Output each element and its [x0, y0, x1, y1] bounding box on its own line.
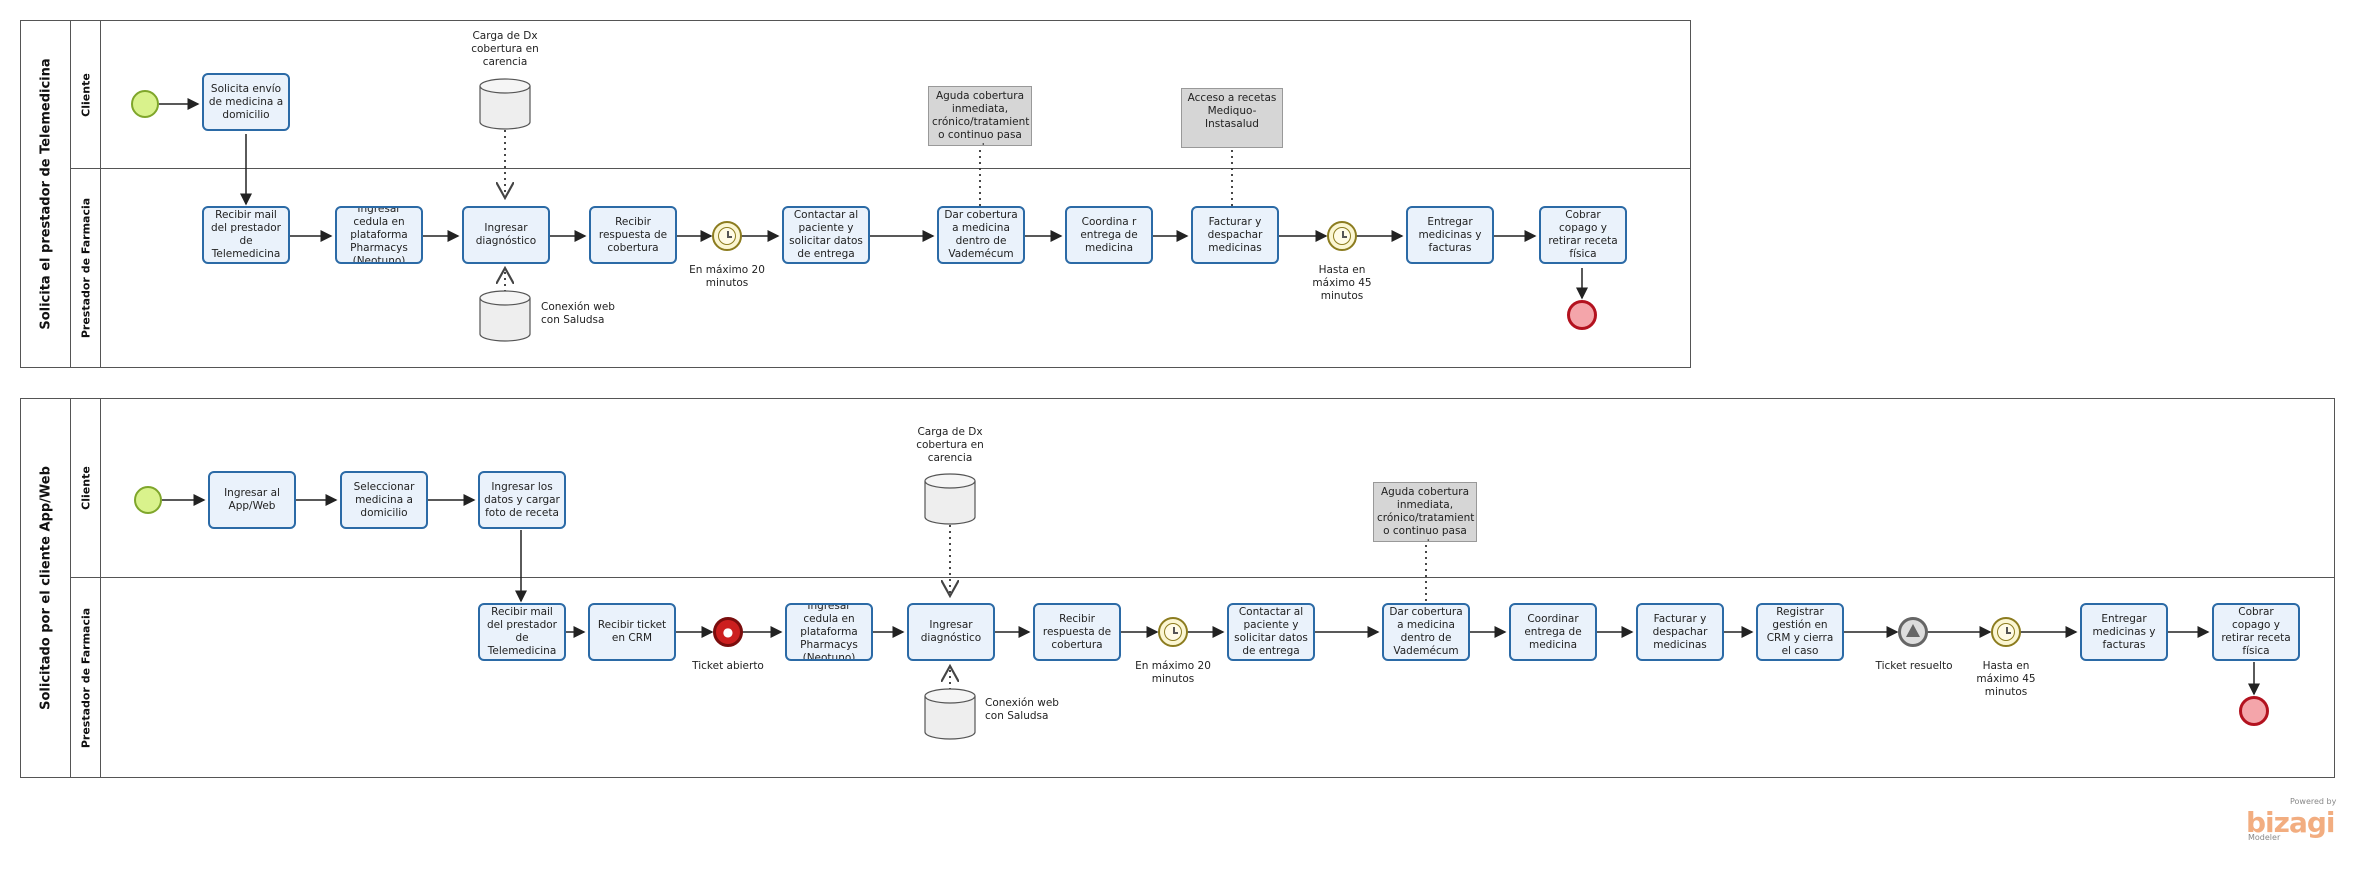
- task-ingresar-cedula[interactable]: Ingresar cedula en plataforma Pharmacys …: [335, 206, 423, 264]
- end-event[interactable]: [2239, 696, 2269, 726]
- clock-icon: [1997, 623, 2015, 641]
- task-recibir-respuesta[interactable]: Recibir respuesta de cobertura: [1033, 603, 1121, 661]
- lane-label: Prestador de Farmacia: [71, 578, 101, 777]
- pool-label: Solicitado por el cliente App/Web: [21, 399, 71, 777]
- lane-label: Prestador de Farmacia: [71, 169, 101, 367]
- datastore-label: Carga de Dx cobertura en carencia: [471, 30, 539, 68]
- lane-title: Prestador de Farmacia: [79, 197, 92, 339]
- task-facturar-despachar[interactable]: Facturar y despachar medicinas: [1191, 206, 1279, 264]
- lane-title: Cliente: [79, 72, 92, 117]
- clock-icon: [1333, 227, 1351, 245]
- lane-label: Cliente: [71, 21, 101, 168]
- end-event[interactable]: [1567, 300, 1597, 330]
- lane-title: Prestador de Farmacia: [79, 607, 92, 748]
- lane-label: Cliente: [71, 399, 101, 577]
- lane-prestador-farmacia: Prestador de Farmacia: [71, 577, 2334, 777]
- bizagi-logo: bizagi: [2246, 806, 2335, 839]
- task-seleccionar-medicina[interactable]: Seleccionar medicina a domicilio: [340, 471, 428, 529]
- pool-telemedicina: Solicita el prestador de Telemedicina Cl…: [20, 20, 1691, 368]
- task-recibir-respuesta[interactable]: Recibir respuesta de cobertura: [589, 206, 677, 264]
- pool-label: Solicita el prestador de Telemedicina: [21, 21, 71, 367]
- task-facturar-despachar[interactable]: Facturar y despachar medicinas: [1636, 603, 1724, 661]
- lane-cliente: Cliente: [71, 399, 2334, 577]
- timer-label: Hasta en máximo 45 minutos: [1312, 264, 1372, 302]
- task-solicita-envio[interactable]: Solicita envío de medicina a domicilio: [202, 73, 290, 131]
- task-ingresar-diagnostico[interactable]: Ingresar diagnóstico: [462, 206, 550, 264]
- task-coordinar-entrega[interactable]: Coordinar entrega de medicina: [1509, 603, 1597, 661]
- task-recibir-mail[interactable]: Recibir mail del prestador de Telemedici…: [202, 206, 290, 264]
- task-cobrar-copago[interactable]: Cobrar copago y retirar receta física: [1539, 206, 1627, 264]
- task-recibir-mail[interactable]: Recibir mail del prestador de Telemedici…: [478, 603, 566, 661]
- lane-cliente: Cliente: [71, 21, 1690, 168]
- datastore-label: Conexión web con Saludsa: [541, 301, 615, 326]
- task-ingresar-cedula[interactable]: Ingresar cedula en plataforma Pharmacys …: [785, 603, 873, 661]
- datastore-icon: [479, 78, 531, 130]
- datastore-label: Conexión web con Saludsa: [985, 697, 1059, 722]
- task-entregar-medicinas[interactable]: Entregar medicinas y facturas: [2080, 603, 2168, 661]
- task-dar-cobertura[interactable]: Dar cobertura a medicina dentro de Vadem…: [937, 206, 1025, 264]
- task-contactar-paciente[interactable]: Contactar al paciente y solicitar datos …: [1227, 603, 1315, 661]
- timer-label: En máximo 20 minutos: [1135, 660, 1211, 685]
- event-label: Ticket abierto: [692, 660, 764, 672]
- start-event[interactable]: [134, 486, 162, 514]
- task-ingresar-diagnostico[interactable]: Ingresar diagnóstico: [907, 603, 995, 661]
- signal-event-icon[interactable]: [1898, 617, 1928, 647]
- timer-label: En máximo 20 minutos: [689, 264, 765, 289]
- task-registrar-gestion[interactable]: Registrar gestión en CRM y cierra el cas…: [1756, 603, 1844, 661]
- datastore-icon: [924, 473, 976, 525]
- start-event[interactable]: [131, 90, 159, 118]
- datastore-icon: [924, 688, 976, 740]
- lane-title: Cliente: [79, 466, 92, 510]
- timer-label: Hasta en máximo 45 minutos: [1976, 660, 2036, 698]
- task-dar-cobertura[interactable]: Dar cobertura a medicina dentro de Vadem…: [1382, 603, 1470, 661]
- task-coordinar-entrega[interactable]: Coordina r entrega de medicina: [1065, 206, 1153, 264]
- annotation: Aguda cobertura inmediata, crónico/trata…: [1373, 482, 1477, 542]
- pool-app-web: Solicitado por el cliente App/Web Client…: [20, 398, 2335, 778]
- datastore-label: Carga de Dx cobertura en carencia: [916, 426, 984, 464]
- powered-by-text: Powered by: [2290, 797, 2337, 806]
- annotation: Aguda cobertura inmediata, crónico/trata…: [928, 86, 1032, 146]
- task-recibir-ticket[interactable]: Recibir ticket en CRM: [588, 603, 676, 661]
- task-ingresar-datos[interactable]: Ingresar los datos y cargar foto de rece…: [478, 471, 566, 529]
- timer-event[interactable]: [712, 221, 742, 251]
- lane-prestador-farmacia: Prestador de Farmacia: [71, 168, 1690, 367]
- timer-event[interactable]: [1327, 221, 1357, 251]
- clock-icon: [1164, 623, 1182, 641]
- task-cobrar-copago[interactable]: Cobrar copago y retirar receta física: [2212, 603, 2300, 661]
- task-contactar-paciente[interactable]: Contactar al paciente y solicitar datos …: [782, 206, 870, 264]
- pool-title: Solicita el prestador de Telemedicina: [38, 58, 53, 330]
- annotation: Acceso a recetas Mediquo-Instasalud: [1181, 88, 1283, 148]
- task-ingresar-app[interactable]: Ingresar al App/Web: [208, 471, 296, 529]
- event-label: Ticket resuelto: [1875, 660, 1953, 672]
- error-event-icon[interactable]: ●: [713, 617, 743, 647]
- modeler-text: Modeler: [2248, 833, 2281, 842]
- pool-title: Solicitado por el cliente App/Web: [38, 466, 53, 710]
- timer-event[interactable]: [1158, 617, 1188, 647]
- clock-icon: [718, 227, 736, 245]
- datastore-icon: [479, 290, 531, 342]
- task-entregar-medicinas[interactable]: Entregar medicinas y facturas: [1406, 206, 1494, 264]
- timer-event[interactable]: [1991, 617, 2021, 647]
